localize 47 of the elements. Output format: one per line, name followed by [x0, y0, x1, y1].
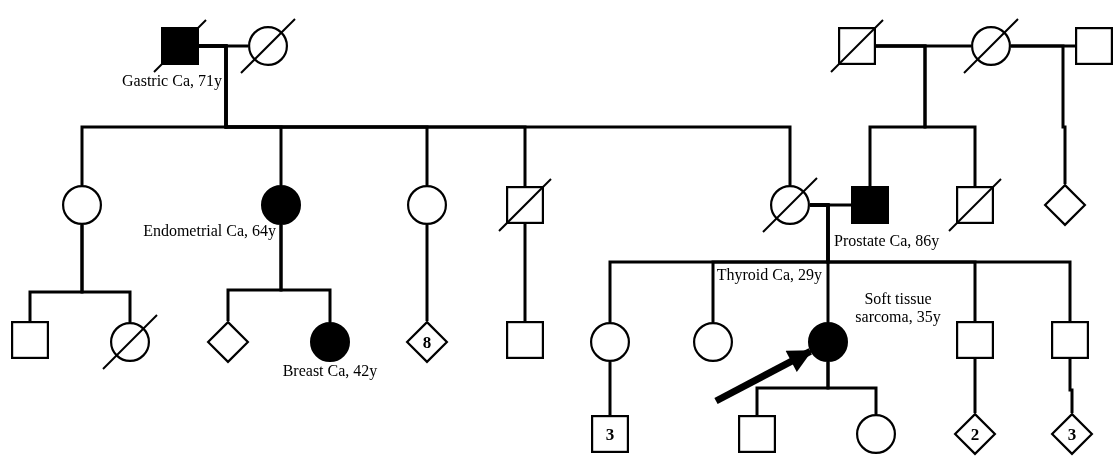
female-symbol [62, 185, 102, 225]
diagnosis-annotation: Prostate Ca, 86y [834, 232, 941, 250]
female-symbol [693, 322, 733, 362]
male-symbol [851, 186, 889, 224]
count-number: 3 [605, 425, 615, 443]
diagnosis-annotation: Soft tissue sarcoma, 35y [854, 290, 942, 326]
count-number: 3 [1067, 425, 1077, 443]
male-symbol [738, 415, 776, 453]
male-symbol [506, 186, 544, 224]
male-symbol [1075, 27, 1113, 65]
pedigree-line [279, 225, 332, 322]
female-symbol [407, 185, 447, 225]
sex-unspecified-diamond [954, 413, 996, 455]
male-symbol [506, 321, 544, 359]
male-symbol [1051, 321, 1089, 359]
pedigree-line [810, 203, 1072, 321]
pedigree-line [973, 359, 977, 413]
diagnosis-annotation: Thyroid Ca, 29y [715, 266, 822, 284]
pedigree-line [608, 362, 612, 415]
female-symbol [808, 322, 848, 362]
sex-unspecified-diamond [207, 321, 249, 363]
pedigree-line [876, 44, 977, 186]
pedigree-line [523, 224, 527, 321]
male-symbol [161, 27, 199, 65]
male-symbol [956, 186, 994, 224]
female-symbol [856, 414, 896, 454]
diagnosis-annotation: Gastric Ca, 71y [121, 72, 222, 90]
sex-unspecified-diamond [1051, 413, 1093, 455]
male-symbol [11, 321, 49, 359]
sex-unspecified-diamond [1044, 184, 1086, 226]
pedigree-line [1011, 44, 1067, 184]
female-symbol [261, 185, 301, 225]
female-symbol [590, 322, 630, 362]
count-number: 2 [970, 425, 980, 443]
sex-unspecified-diamond [406, 321, 448, 363]
count-number: 8 [422, 333, 432, 351]
diagnosis-annotation: Breast Ca, 42y [281, 362, 379, 380]
pedigree-line [80, 225, 132, 322]
pedigree-line [1068, 359, 1074, 413]
proband-arrow [714, 348, 813, 405]
diagnosis-annotation: Endometrial Ca, 64y [142, 222, 276, 240]
pedigree-line [826, 362, 878, 414]
female-symbol [310, 322, 350, 362]
male-symbol [956, 321, 994, 359]
pedigree-line [425, 225, 429, 321]
male-symbol [591, 415, 629, 453]
male-symbol [838, 27, 876, 65]
